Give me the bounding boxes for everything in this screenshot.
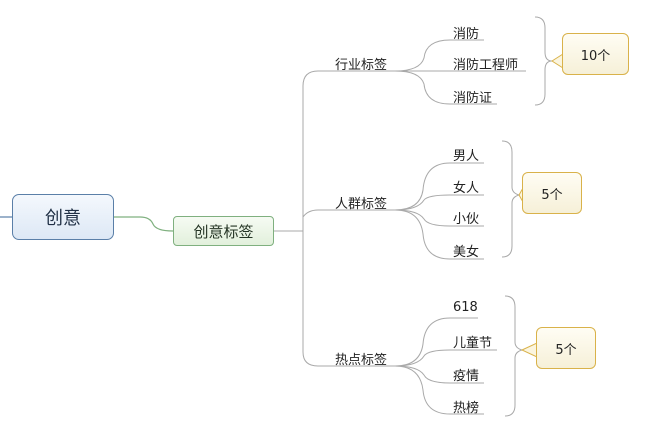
leaf-topic[interactable]: 美女	[453, 245, 480, 260]
branch-label: 热点标签	[335, 353, 388, 368]
leaf-topic[interactable]: 女人	[453, 181, 480, 196]
leaf-topic[interactable]: 儿童节	[453, 336, 493, 351]
root-topic-label: 创意	[45, 208, 81, 229]
leaf-topic[interactable]: 疫情	[453, 369, 480, 384]
leaf-topic[interactable]: 618	[453, 300, 478, 315]
subtopic-creative-tags[interactable]: 创意标签	[173, 216, 274, 246]
branch-audience-tags[interactable]: 人群标签	[335, 193, 387, 212]
callout-count: 5个	[555, 342, 577, 358]
branch-label: 行业标签	[335, 58, 388, 73]
branch-label: 人群标签	[335, 197, 388, 212]
leaf-topic[interactable]: 消防证	[453, 91, 493, 106]
summary-callout[interactable]: 10个	[562, 33, 629, 75]
leaf-topic[interactable]: 热榜	[453, 401, 480, 416]
callout-count: 10个	[580, 48, 611, 64]
branch-trending-tags[interactable]: 热点标签	[335, 349, 387, 368]
leaf-topic[interactable]: 男人	[453, 149, 480, 164]
summary-callout[interactable]: 5个	[536, 327, 596, 369]
branch-industry-tags[interactable]: 行业标签	[335, 54, 387, 73]
root-topic[interactable]: 创意	[12, 194, 114, 240]
leaf-topic[interactable]: 消防	[453, 27, 480, 42]
subtopic-label: 创意标签	[193, 222, 254, 241]
leaf-topic[interactable]: 消防工程师	[453, 58, 519, 73]
leaf-topic[interactable]: 小伙	[453, 212, 480, 227]
callout-count: 5个	[541, 187, 563, 203]
summary-callout[interactable]: 5个	[522, 172, 582, 214]
